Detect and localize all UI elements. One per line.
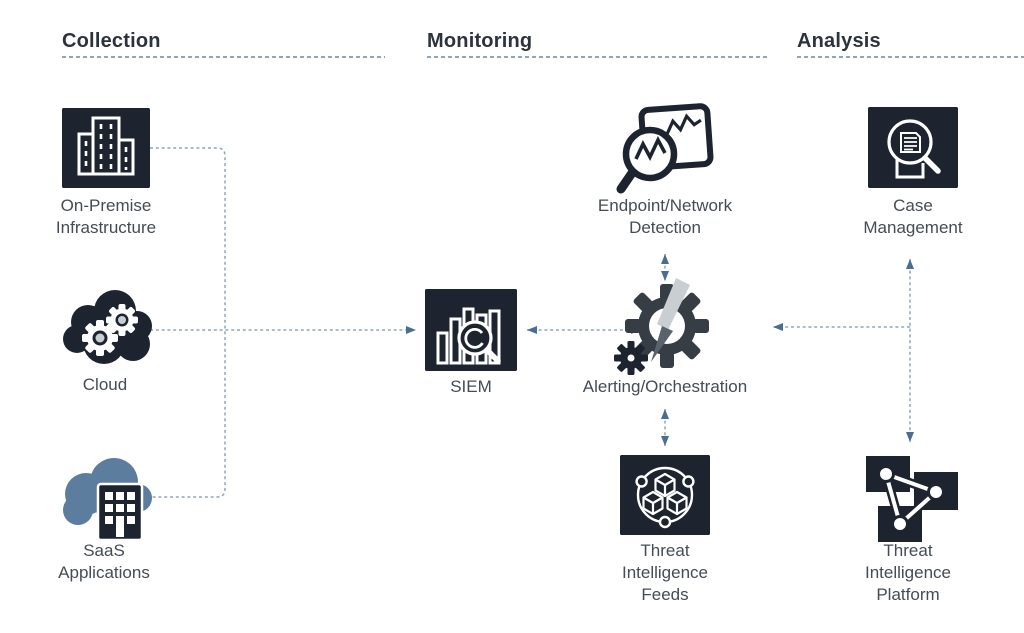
screen-magnifier-icon (616, 103, 714, 194)
label-on-premise: On-Premise Infrastructure (55, 196, 157, 237)
building-icon (62, 108, 150, 188)
linked-nodes-icon (866, 456, 958, 542)
node-alerting (613, 278, 715, 380)
label-ti-feeds: Threat Intelligence Feeds (621, 541, 708, 604)
label-saas: SaaS Applications (58, 541, 150, 582)
section-rule-analysis (797, 56, 1024, 58)
node-ti-feeds (620, 455, 710, 535)
section-rule-collection (62, 56, 385, 58)
section-rule-monitoring (427, 56, 768, 58)
label-ti-platform: Threat Intelligence Platform (864, 541, 951, 604)
section-header-monitoring: Monitoring (427, 30, 533, 52)
node-case-management (868, 107, 958, 188)
chart-magnifier-icon (425, 289, 517, 371)
node-saas (56, 452, 152, 540)
label-case-management: Case Management (863, 196, 963, 237)
document-magnifier-icon (868, 107, 958, 188)
label-alerting: Alerting/Orchestration (582, 377, 748, 396)
gear-lightning-icon (614, 278, 709, 375)
gear-glyph (82, 320, 118, 356)
label-endpoint-detection: Endpoint/Network Detection (597, 196, 733, 237)
cloud-gears-icon (63, 290, 152, 364)
label-siem: SIEM (450, 377, 492, 396)
node-siem (425, 289, 517, 371)
cubes-network-icon (620, 455, 710, 535)
node-endpoint-detection (613, 102, 717, 198)
node-cloud (58, 284, 152, 368)
node-on-premise (62, 108, 150, 188)
section-header-collection: Collection (62, 30, 161, 52)
label-cloud: Cloud (82, 375, 128, 394)
node-ti-platform (858, 452, 958, 544)
section-header-analysis: Analysis (797, 30, 881, 52)
cloud-building-icon (63, 458, 152, 540)
gear-glyph (106, 304, 138, 336)
